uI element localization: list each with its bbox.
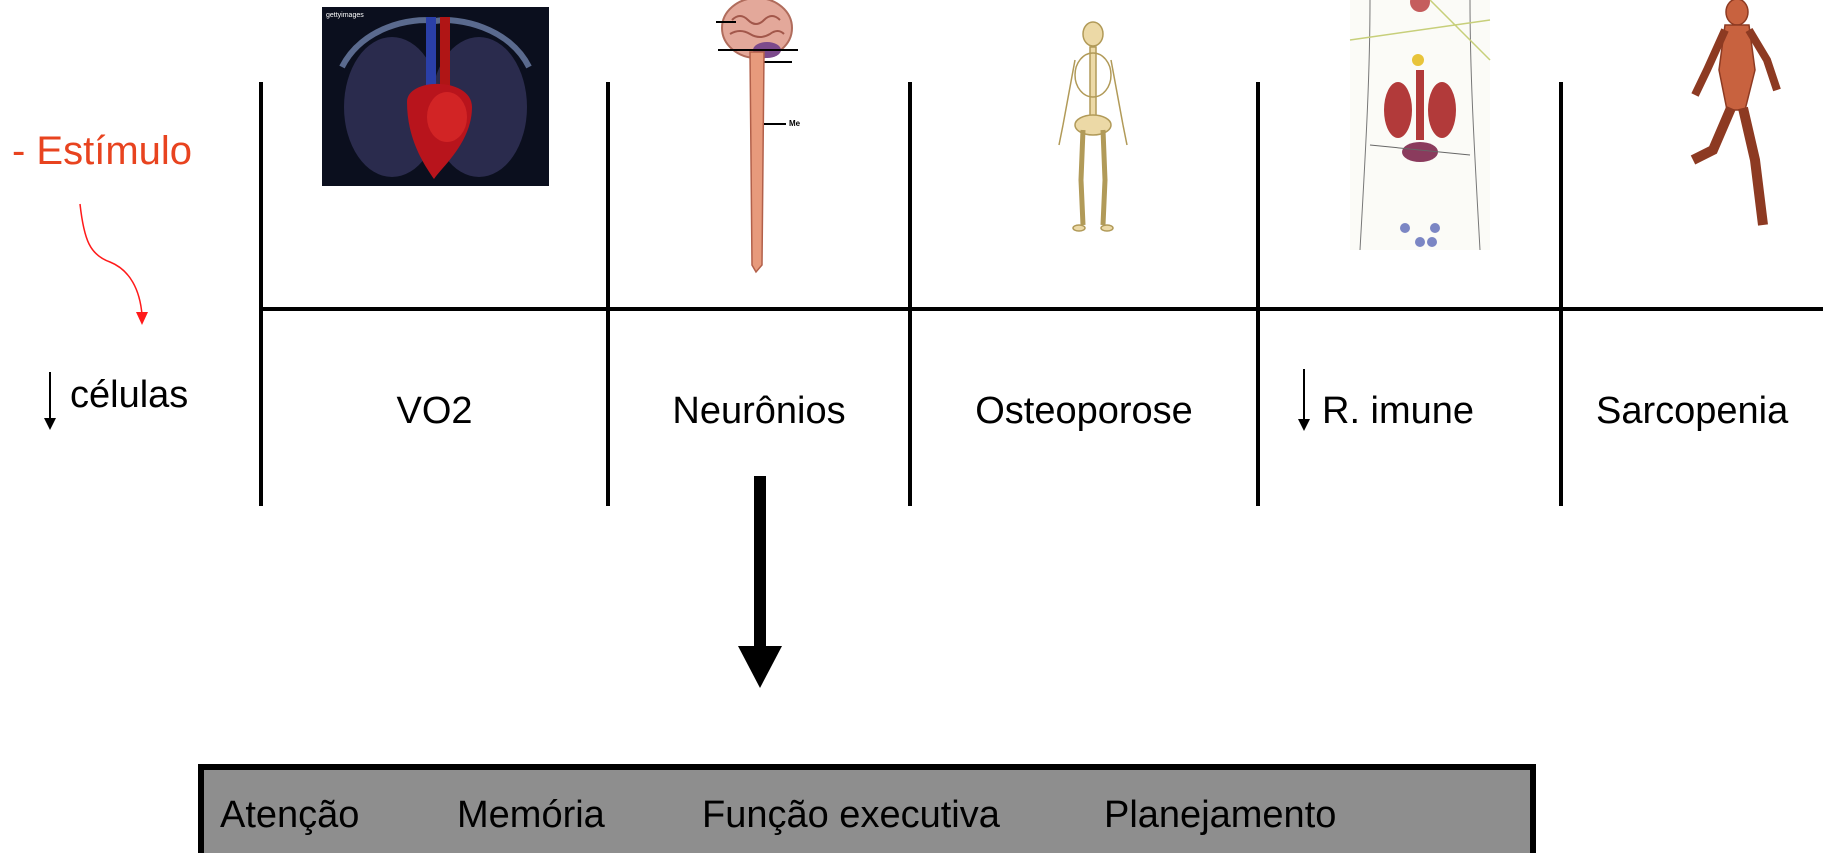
divider-line (606, 82, 610, 506)
column-label-osteoporose: Osteoporose (912, 392, 1256, 430)
heart-lungs-illustration: gettyimages (322, 7, 549, 186)
running-muscle-man-illustration (1685, 0, 1785, 235)
large-down-arrow-icon (738, 476, 782, 690)
curved-red-arrow-icon (70, 200, 160, 330)
divider-line (908, 82, 912, 506)
column-label-vo2: VO2 (263, 392, 606, 430)
skeleton-illustration (1053, 20, 1133, 235)
divider-line (259, 82, 263, 506)
box-item-memoria: Memória (457, 794, 605, 837)
down-arrow-icon (40, 372, 60, 432)
column-label-r-imune: R. imune (1322, 392, 1474, 430)
down-arrow-icon (1296, 369, 1312, 434)
brain-spinal-cord-illustration (712, 0, 802, 275)
box-item-funcao-executiva: Função executiva (702, 794, 1000, 837)
horizontal-divider (262, 307, 1823, 311)
divider-line (1559, 82, 1563, 506)
image-caption: Me (789, 119, 800, 128)
column-label-neuronios: Neurônios (610, 392, 908, 430)
svg-text:gettyimages: gettyimages (326, 12, 364, 19)
box-item-planejamento: Planejamento (1104, 794, 1336, 837)
box-item-atencao: Atenção (220, 794, 359, 837)
cognitive-functions-box: Atenção Memória Função executiva Planeja… (198, 764, 1536, 853)
column-label-sarcopenia: Sarcopenia (1596, 392, 1788, 430)
cells-label: células (70, 376, 188, 414)
divider-line (1256, 82, 1260, 506)
immune-organs-illustration (1350, 0, 1490, 250)
stimulus-label: - Estímulo (12, 131, 192, 171)
